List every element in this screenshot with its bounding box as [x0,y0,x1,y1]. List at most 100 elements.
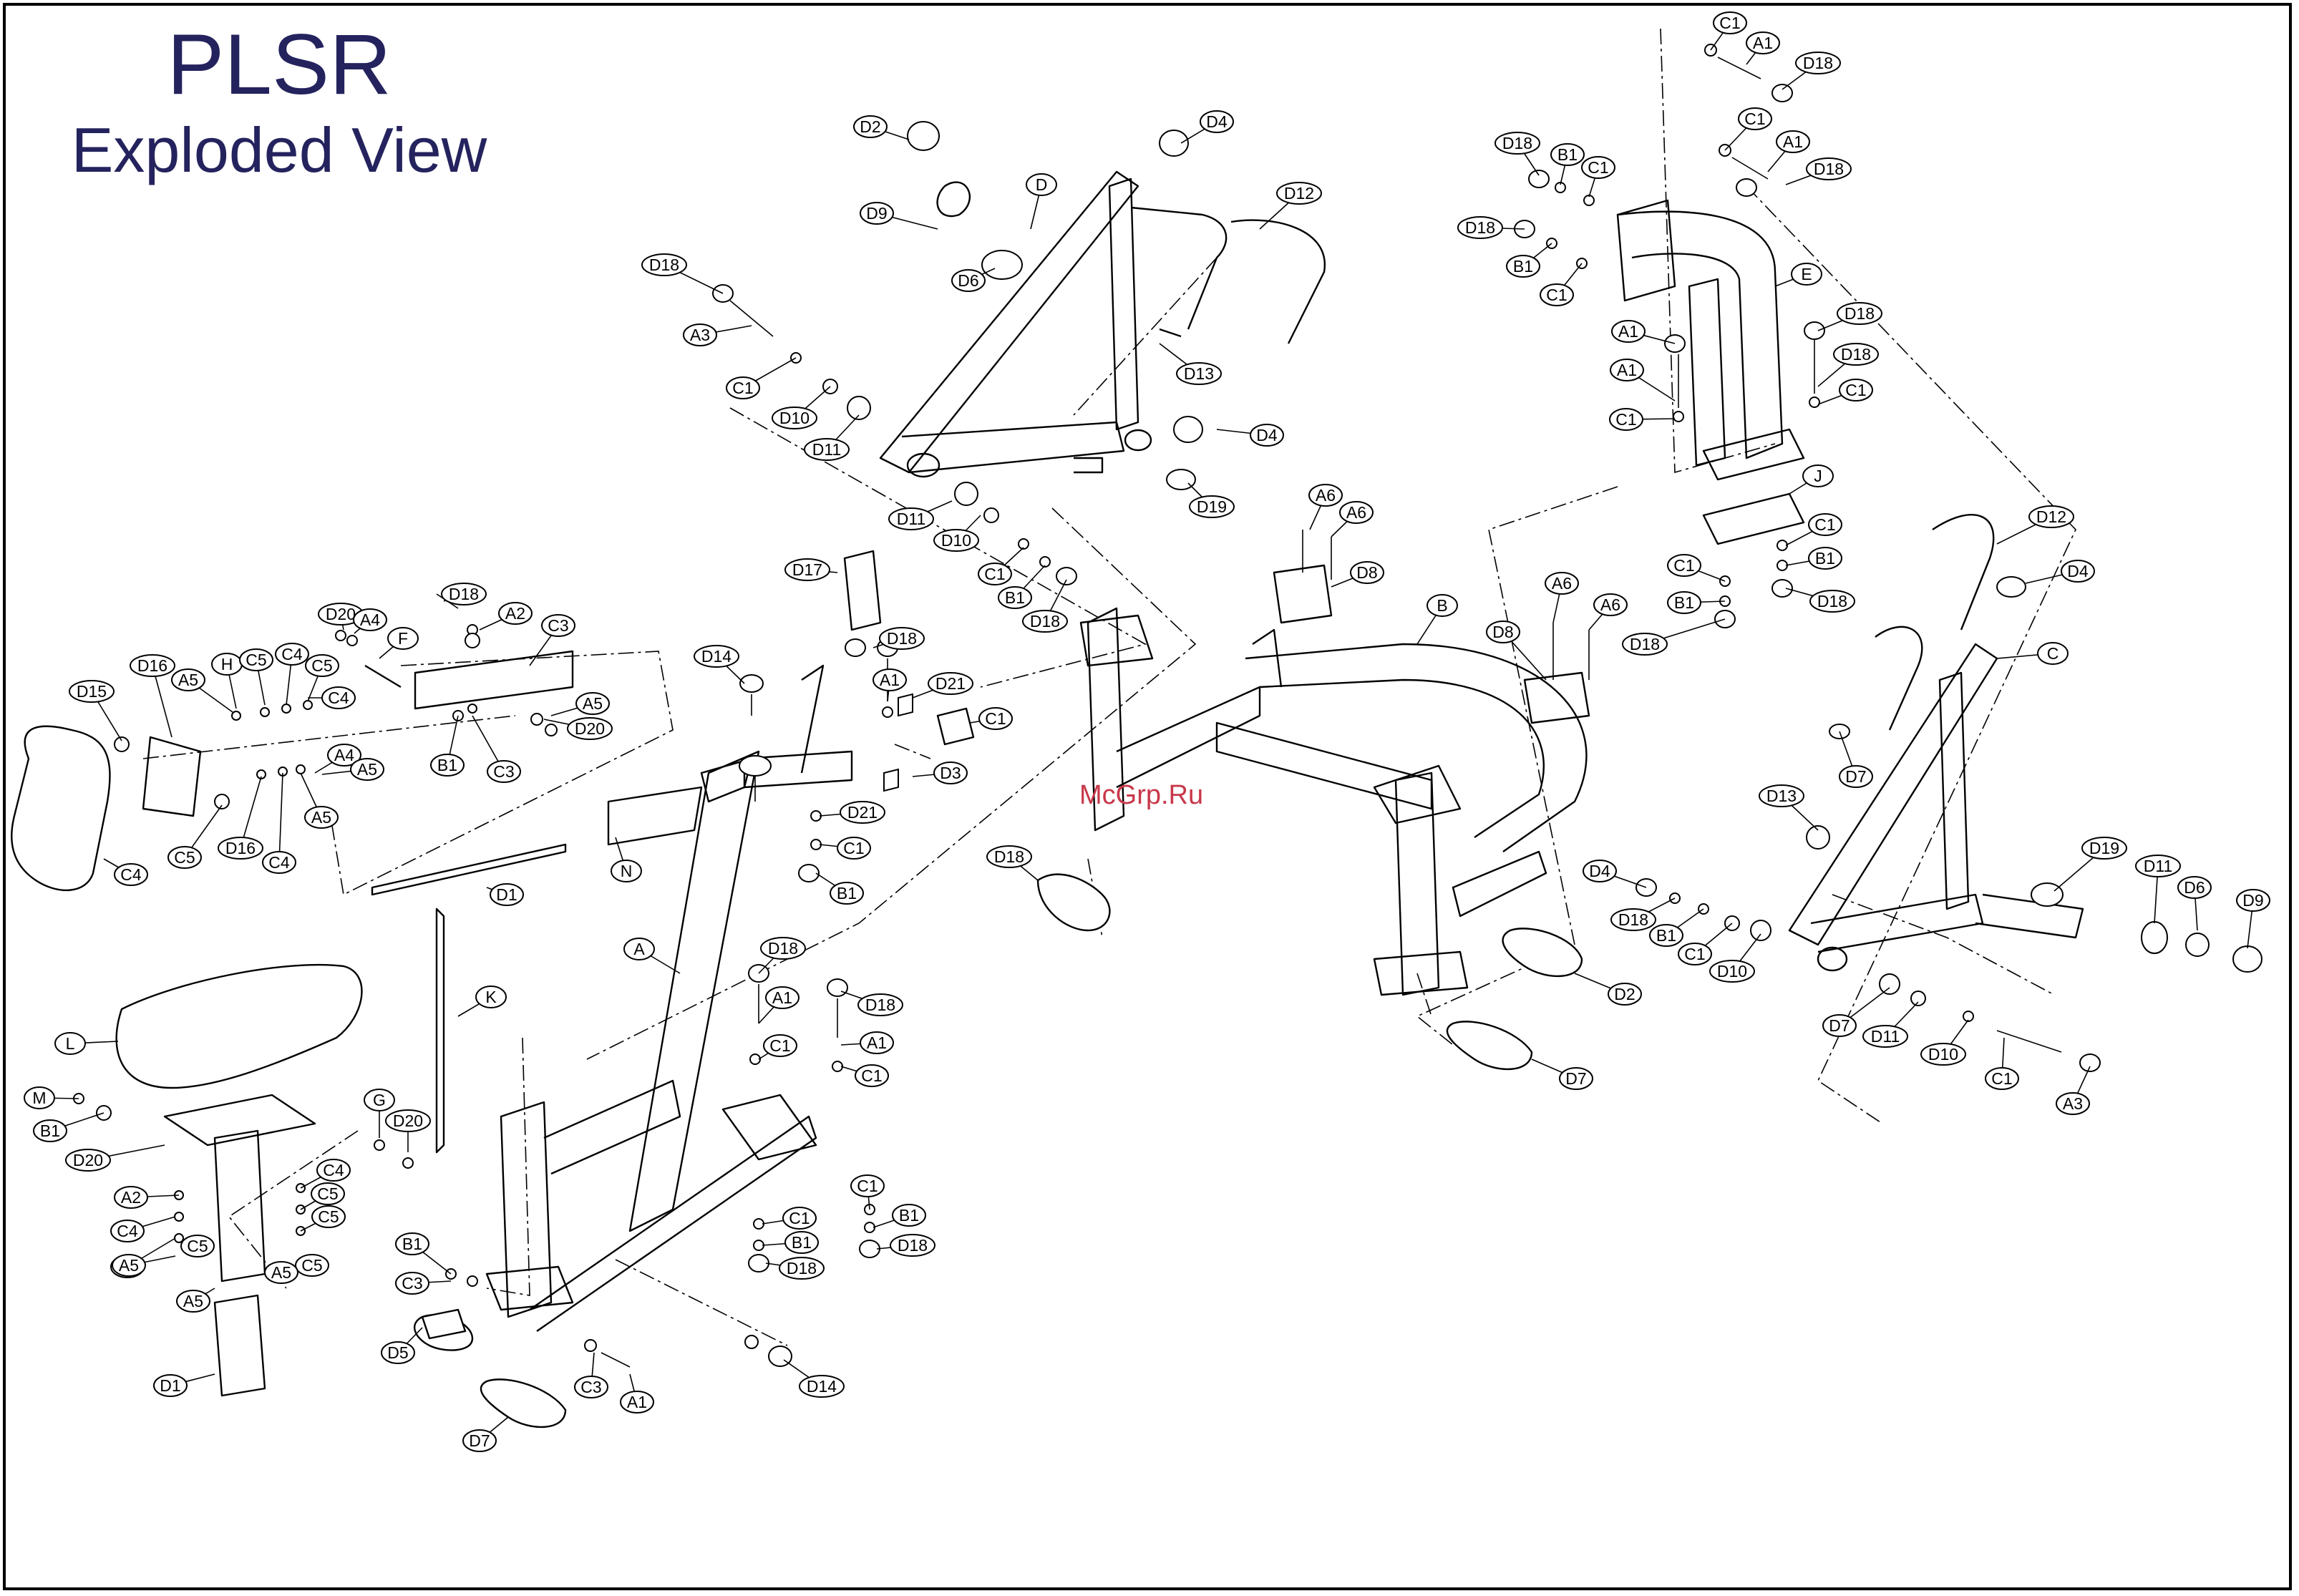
callout-text: D3 [940,764,961,782]
callout-d10: D10 [1920,1019,1969,1066]
callout-c1: C1 [1540,263,1583,306]
callout-bubble [1746,31,1780,54]
back-pad-n [11,725,111,892]
callout-text: D18 [1465,218,1495,237]
callout-d5: D5 [381,1327,423,1364]
callout-bubble [1350,561,1384,584]
callout-d13: D13 [1759,784,1819,831]
callout-d18: D18 [876,1234,935,1257]
callout-text: D18 [1502,134,1532,152]
callout-d: D [1026,173,1057,230]
callout-text: D19 [2089,839,2119,857]
callout-text: D18 [1841,345,1871,364]
callout-bubble [879,627,925,650]
callout-a1: A1 [873,668,907,702]
callout-text: C1 [1546,286,1567,304]
callout-text: D10 [941,531,971,550]
callout-bubble [541,614,575,637]
callout-d7: D7 [1531,1059,1593,1090]
callout-c5: C5 [305,654,339,702]
callout-d4: D4 [1180,110,1234,144]
callout-bubble [1581,156,1615,179]
callout-bubble [2056,1092,2090,1115]
callout-c: C [1996,642,2069,665]
callout-a6: A6 [1545,572,1579,623]
callout-bubble [1985,1067,2019,1090]
callout-d18: D18 [441,583,487,605]
callout-d17: D17 [784,558,838,581]
callout-bubble [2177,876,2212,899]
callout-bubble [850,1174,885,1197]
callout-text: C [2047,644,2059,663]
callout-text: D8 [1356,563,1377,582]
callout-bubble [1808,547,1842,570]
callout-j: J [1789,464,1834,495]
callout-text: J [1814,467,1822,485]
callout-bubble [1022,610,1068,633]
callout-bubble [623,938,655,960]
callout-bubble [857,993,903,1016]
watermark: McGrp.Ru [1079,780,1204,810]
callout-bubble [1494,132,1540,155]
callout-bubble [998,586,1032,609]
callout-a1: A1 [620,1373,654,1413]
callout-d7: D7 [1822,987,1890,1037]
callout-text: D11 [2144,857,2173,875]
callout-text: C4 [120,865,142,884]
callout-bubble [986,845,1032,868]
callout-text: A1 [867,1033,887,1052]
callout-text: D18 [1030,612,1060,631]
callout-text: D4 [1256,426,1278,444]
callout-b1: B1 [873,1204,926,1228]
callout-d20: D20 [65,1144,165,1172]
callout-bubble [1806,157,1852,180]
callout-bubble [575,692,610,715]
callout-b1: B1 [1785,547,1842,570]
callout-e: E [1774,263,1822,287]
callout-text: B1 [1005,588,1025,607]
callout-text: D18 [1618,910,1648,929]
callout-bubble [2236,889,2270,912]
callout-text: D5 [387,1343,408,1362]
callout-d18: D18 [1610,897,1676,931]
callout-n: N [611,837,642,882]
callout-d18: D18 [1782,52,1841,90]
callout-c1: C1 [969,707,1013,730]
callout-text: D11 [897,510,926,528]
callout-text: D18 [887,629,917,648]
callout-text: A1 [1617,361,1637,379]
callout-bubble [114,1186,148,1209]
callout-d18: D18 [641,253,724,294]
callout-bubble [933,529,979,552]
callout-text: C1 [789,1209,810,1227]
callout-d18: D18 [1622,618,1726,656]
page-subtitle: Exploded View [71,115,487,185]
callout-g: G [364,1089,395,1138]
callout-text: D20 [326,605,356,623]
callout-text: G [373,1091,386,1109]
callout-a1: A1 [1746,31,1780,65]
callout-text: C1 [732,379,753,397]
callout-bubble [1610,908,1656,931]
callout-bubble [1026,173,1057,196]
callout-text: D20 [575,719,605,738]
callout-bubble [1795,52,1841,74]
callout-a5: A5 [550,692,610,716]
callout-bubble [1545,572,1579,595]
callout-text: C5 [317,1184,338,1203]
callout-c1: C1 [1678,923,1733,965]
frame-e [1616,199,1805,545]
callout-text: B1 [40,1121,60,1140]
callout-text: D6 [2184,878,2205,897]
callout-bubble [933,761,968,784]
callout-text: A1 [880,671,900,689]
callout-bubble [837,837,871,860]
callout-d18: D18 [1457,216,1525,239]
callout-bubble [353,608,387,631]
callout-text: C1 [843,839,864,857]
callout-c1: C1 [819,837,871,860]
callout-bubble [873,668,907,691]
callout-text: A6 [1316,486,1336,505]
callout-text: D4 [1589,862,1610,880]
callout-text: C4 [328,688,349,707]
